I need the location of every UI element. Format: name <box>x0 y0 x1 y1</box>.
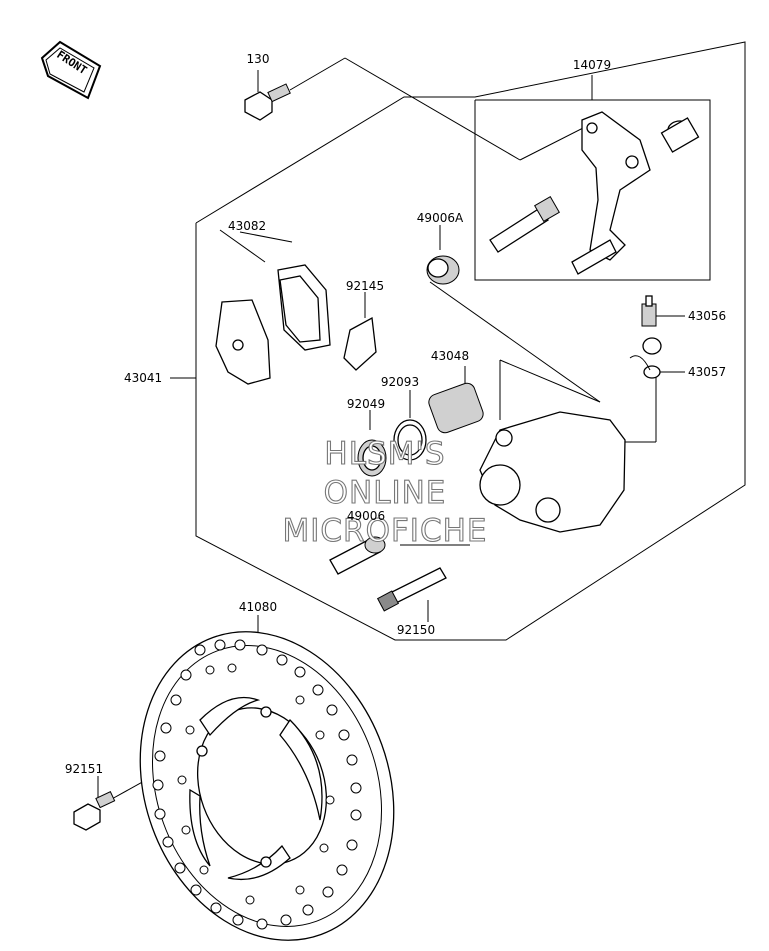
part-label-49006A: 49006A <box>417 211 464 225</box>
pad-spring-92145-part <box>343 316 377 371</box>
part-label-41080: 41080 <box>239 600 277 614</box>
pin-49006-part <box>329 536 386 575</box>
watermark-line1: HLSM'S <box>324 436 445 472</box>
caliper-body-part <box>479 411 626 533</box>
bracket-outline <box>474 75 711 281</box>
bracket-14079-part <box>489 111 700 275</box>
part-labels: 130 14079 49006A 43082 92145 43056 43048… <box>65 52 726 776</box>
watermark-line2: ONLINE <box>324 475 447 511</box>
part-label-43048: 43048 <box>431 349 469 363</box>
part-label-14079: 14079 <box>573 58 611 72</box>
bolt-92151-part <box>73 791 116 831</box>
part-label-43041: 43041 <box>124 371 162 385</box>
caliper-assembly-outline <box>170 41 746 641</box>
part-label-43082: 43082 <box>228 219 266 233</box>
watermark: HLSM'S ONLINE MICROFICHE <box>282 435 488 549</box>
part-label-92093: 92093 <box>381 375 419 389</box>
part-label-92150: 92150 <box>397 623 435 637</box>
boot-49006A-part <box>426 255 460 285</box>
part-label-49006: 49006 <box>347 509 385 523</box>
bolt-130-part <box>244 83 291 121</box>
bolt-92150-part <box>376 567 447 612</box>
part-label-130: 130 <box>247 52 270 66</box>
bleeder-43056-part <box>641 295 657 327</box>
part-label-43057: 43057 <box>688 365 726 379</box>
cap-43057-part <box>629 337 662 379</box>
seal-92093-part <box>393 419 427 461</box>
piston-43048-part <box>428 382 484 434</box>
part-label-43056: 43056 <box>688 309 726 323</box>
brake-pads-43082-part <box>215 264 331 385</box>
part-label-92145: 92145 <box>346 279 384 293</box>
seal-92049-part <box>357 439 387 477</box>
part-label-92049: 92049 <box>347 397 385 411</box>
brake-disc-41080-part <box>139 631 395 941</box>
watermark-line3: MICROFICHE <box>283 513 488 549</box>
part-label-92151: 92151 <box>65 762 103 776</box>
front-direction-arrow-icon: FRONT <box>40 40 102 100</box>
